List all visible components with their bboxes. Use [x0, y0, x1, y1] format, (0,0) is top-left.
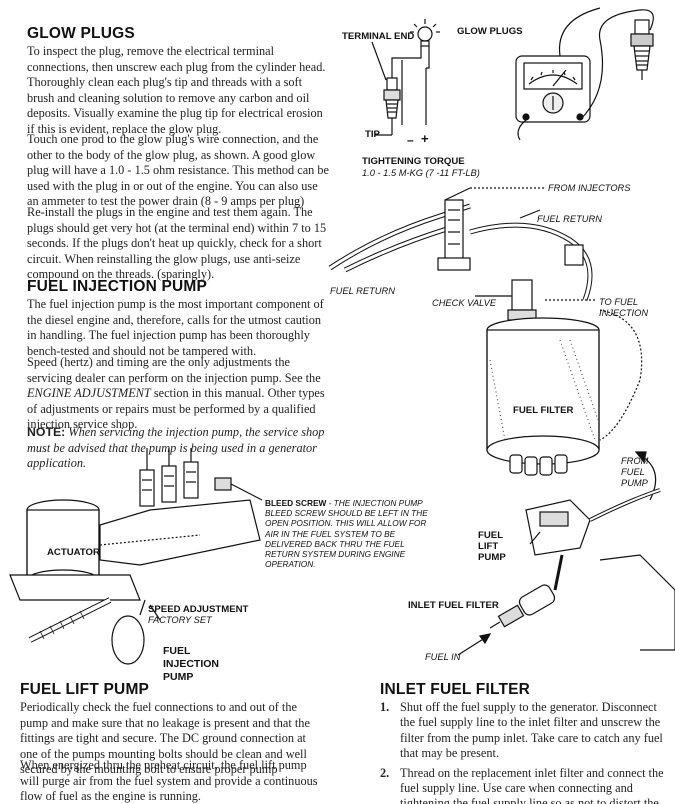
from-fuel-pump-label: FROM FUEL PUMP — [621, 456, 649, 488]
tip-label: TIP — [365, 129, 380, 140]
negative-terminal-label: – — [407, 133, 414, 147]
step-number: 2. — [380, 765, 390, 780]
step-text: Shut off the fuel supply to the generato… — [400, 700, 663, 761]
list-item: 2. Thread on the replacement inlet filter… — [380, 766, 665, 804]
glow-plugs-paragraph-3: Re-install the plugs in the engine and t… — [27, 205, 327, 282]
paragraph-2-end: section in this manual. Other types of a… — [27, 386, 325, 432]
fuel-lift-pump-paragraph-1: Periodically check the fuel connections … — [20, 700, 310, 777]
fuel-injection-pump-paragraph-2: Speed (hertz) and timing are the only ad… — [27, 355, 332, 433]
fuel-return-left-label: FUEL RETURN — [330, 286, 395, 296]
speed-adjustment-label: SPEED ADJUSTMENT — [148, 604, 249, 615]
inlet-fuel-filter-label: INLET FUEL FILTER — [408, 600, 499, 611]
step-text: Thread on the replacement inlet filter a… — [400, 765, 664, 804]
to-fuel-injection-label: TO FUEL INJECTION — [599, 297, 649, 318]
glow-plugs-paragraph-2: Touch one prod to the glow plug's wire c… — [27, 132, 330, 209]
fuel-in-label: FUEL IN — [425, 652, 461, 662]
note-text: When servicing the injection pump, the s… — [27, 425, 325, 471]
fuel-lift-pump-heading: FUEL LIFT PUMP — [20, 681, 150, 698]
glow-plugs-paragraph-1: To inspect the plug, remove the electric… — [27, 44, 326, 136]
actuator-label: ACTUATOR — [47, 547, 100, 558]
fuel-filter-label: FUEL FILTER — [513, 405, 574, 416]
glow-plugs-heading: GLOW PLUGS — [27, 25, 135, 42]
tightening-torque-value: 1.0 - 1.5 M-KG (7 -11 FT-LB) — [362, 168, 480, 178]
fuel-lift-pump-label: FUEL LIFT PUMP — [478, 530, 506, 563]
list-item: 1. Shut off the fuel supply to the genera… — [380, 700, 665, 762]
positive-terminal-label: + — [421, 131, 429, 146]
tightening-torque-label: TIGHTENING TORQUE — [362, 156, 465, 167]
fuel-injection-pump-label: FUEL INJECTION PUMP — [163, 645, 220, 683]
fuel-injection-pump-heading: FUEL INJECTION PUMP — [27, 278, 208, 295]
fuel-return-top-label: FUEL RETURN — [537, 214, 602, 224]
fuel-lift-pump-paragraph-2: When energized thru the preheat circuit,… — [20, 758, 318, 804]
bleed-screw-callout: BLEED SCREW - THE INJECTION PUMP BLEED S… — [265, 498, 440, 569]
bleed-screw-text: - THE INJECTION PUMP BLEED SCREW SHOULD … — [265, 498, 428, 570]
check-valve-label: CHECK VALVE — [432, 298, 497, 308]
from-injectors-label: FROM INJECTORS — [548, 183, 631, 193]
inlet-fuel-filter-steps: 1. Shut off the fuel supply to the genera… — [380, 700, 665, 804]
step-number: 1. — [380, 700, 390, 714]
paragraph-2-start: Speed (hertz) and timing are the only ad… — [27, 355, 321, 385]
terminal-end-label: TERMINAL END — [342, 31, 415, 42]
factory-set-label: FACTORY SET — [148, 615, 212, 625]
fuel-injection-pump-paragraph-1: The fuel injection pump is the most impo… — [27, 297, 324, 358]
engine-adjustment-reference: ENGINE ADJUSTMENT — [27, 386, 151, 401]
inlet-fuel-filter-heading: INLET FUEL FILTER — [380, 681, 531, 698]
note-label: NOTE: — [27, 425, 66, 439]
fuel-injection-pump-note: NOTE: When servicing the injection pump,… — [27, 425, 332, 472]
glow-plugs-diagram-label: GLOW PLUGS — [457, 26, 523, 37]
bleed-screw-label: BLEED SCREW — [265, 498, 327, 508]
